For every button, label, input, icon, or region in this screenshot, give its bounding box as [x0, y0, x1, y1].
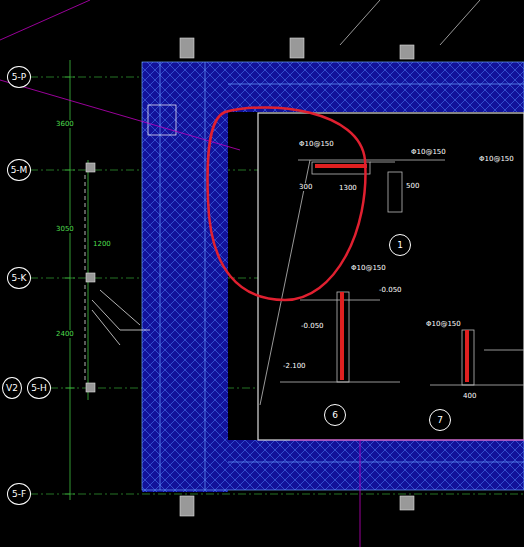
grid-bubble: V2	[2, 377, 22, 399]
grid-bubble: 5-K	[7, 267, 31, 289]
annotation: Φ10@150	[350, 264, 387, 272]
node-text: 5-K	[12, 273, 27, 283]
annotation: Φ10@150	[425, 320, 462, 328]
annotation: Φ10@150	[478, 155, 515, 163]
dimension: 3600	[55, 120, 75, 128]
annotation: 400	[462, 392, 477, 400]
node-text: 5-H	[31, 383, 47, 393]
node-text: 6	[332, 410, 338, 420]
grid-bubble: 5-H	[27, 377, 51, 399]
node-text: 5-M	[11, 165, 28, 175]
grid-bubble: 5-P	[7, 66, 31, 88]
annotation: -2.100	[282, 362, 307, 370]
node-text: 5-F	[12, 489, 26, 499]
dimension: 2400	[55, 330, 75, 338]
annotation: 500	[405, 182, 420, 190]
annotation: Φ10@150	[298, 140, 335, 148]
annotation: Φ10@150	[410, 148, 447, 156]
annotation: -0.050	[378, 286, 403, 294]
section-mark: 7	[429, 409, 451, 431]
dimension: 3050	[55, 225, 75, 233]
annotation: 300	[298, 183, 313, 191]
node-text: 1	[397, 240, 403, 250]
node-text: V2	[6, 383, 18, 393]
annotation: 1300	[338, 184, 358, 192]
dimension: 1200	[92, 240, 112, 248]
annotation: -0.050	[300, 322, 325, 330]
section-mark: 1	[389, 234, 411, 256]
grid-bubble: 5-M	[7, 159, 31, 181]
grid-bubble: 5-F	[7, 483, 31, 505]
node-text: 7	[437, 415, 443, 425]
section-mark: 6	[324, 404, 346, 426]
node-text: 5-P	[12, 72, 26, 82]
